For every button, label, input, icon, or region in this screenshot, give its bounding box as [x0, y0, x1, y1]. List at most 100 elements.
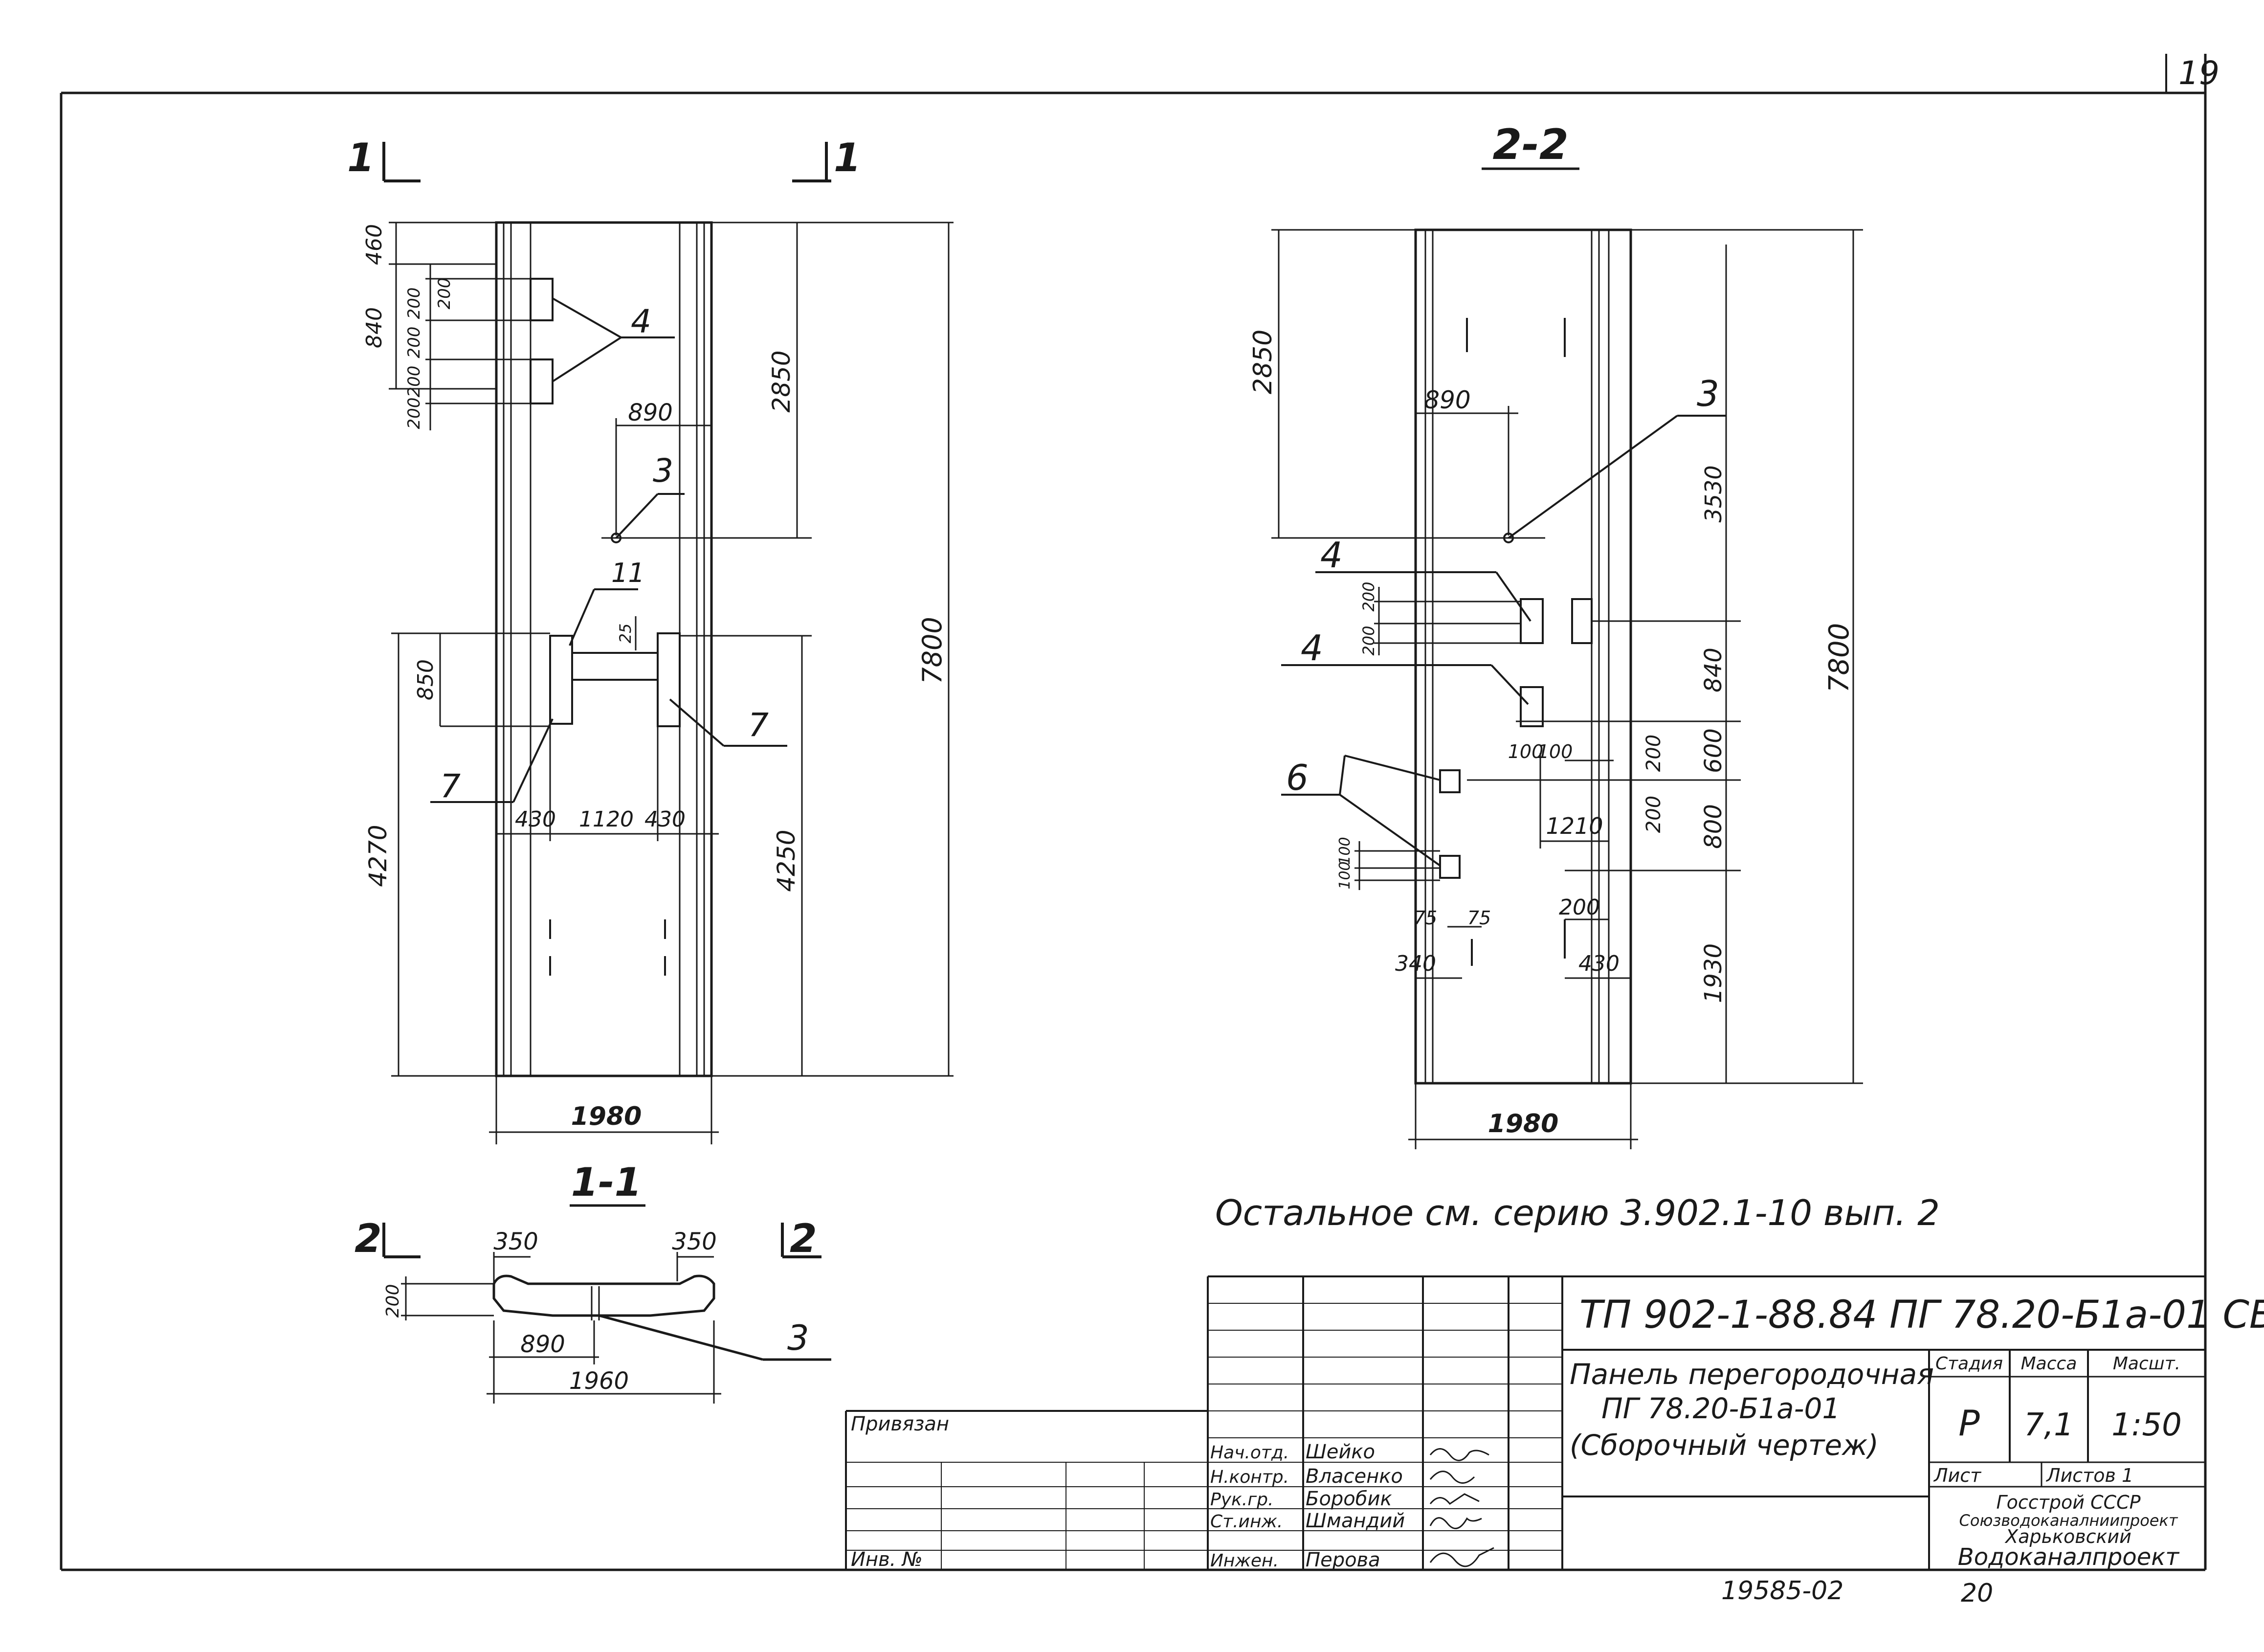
name-2: Власенко [1306, 1465, 1403, 1488]
callout-4: 4 [631, 303, 651, 340]
section-1-1: 1-1 2 2 [355, 1160, 831, 1404]
dim-460: 460 [362, 224, 387, 265]
dim-600: 600 [1700, 728, 1727, 773]
dim-200-b: 200 [404, 327, 424, 358]
dim-1960: 1960 [569, 1367, 629, 1395]
dim-200-d: 200 [404, 398, 424, 429]
dim-430-right: 430 [644, 807, 686, 832]
mass-value: 7,1 [2024, 1407, 2074, 1443]
dim-100-s2-a: 100 [1336, 861, 1354, 889]
role-5: Инжен. [1210, 1551, 1279, 1571]
dim-2850-s2: 2850 [1248, 330, 1278, 394]
callout-3-section: 3 [787, 1318, 809, 1358]
role-4: Ст.инж. [1210, 1512, 1283, 1532]
col-stage: Стадия [1935, 1354, 2003, 1374]
title-line-3: (Сборочный чертеж) [1570, 1429, 1879, 1462]
col-mass: Масса [2021, 1354, 2077, 1374]
name-3: Боробик [1306, 1488, 1392, 1510]
dim-840-s2: 840 [1700, 647, 1727, 692]
org-line-2: Союзводоканалниипроект [1959, 1511, 2178, 1530]
dim-200-a: 200 [404, 288, 424, 319]
front-view: 1 1 [347, 135, 954, 1144]
cut-mark-2-left: 2 [355, 1216, 382, 1261]
org-line-1: Госстрой СССР [1996, 1492, 2140, 1513]
callout-3-s2: 3 [1697, 373, 1719, 414]
dim-200-section: 200 [383, 1284, 403, 1318]
dim-890-s2: 890 [1424, 386, 1470, 414]
callout-7-left: 7 [440, 767, 461, 805]
bottom-page: 20 [1961, 1579, 1993, 1608]
signatures [1429, 1448, 1494, 1567]
dim-890-section: 890 [520, 1331, 565, 1358]
reference-note: Остальное см. серию 3.902.1-10 вып. 2 [1215, 1192, 1940, 1233]
dim-350-left: 350 [493, 1228, 538, 1255]
dim-840: 840 [362, 307, 387, 348]
dim-200-c: 200 [404, 366, 424, 398]
dim-430-left: 430 [515, 807, 556, 832]
cut-mark-left: 1 [347, 135, 375, 180]
width-1980-s2: 1980 [1488, 1109, 1559, 1139]
dim-800: 800 [1700, 804, 1727, 849]
dim-3530: 3530 [1700, 465, 1727, 522]
name-5: Перова [1306, 1549, 1380, 1571]
dim-350-right: 350 [672, 1228, 717, 1255]
bottom-code: 19585-02 [1721, 1576, 1843, 1606]
dim-7800-s2: 7800 [1823, 623, 1855, 693]
dim-200-inner-b: 200 [1643, 796, 1665, 833]
dim-200-e: 200 [435, 278, 454, 310]
role-1: Нач.отд. [1210, 1443, 1289, 1463]
dim-1930: 1930 [1700, 943, 1727, 1003]
dim-200-inner-a: 200 [1643, 735, 1665, 772]
sheets-label: Листов 1 [2045, 1465, 2133, 1486]
cut-mark-2-right: 2 [790, 1216, 817, 1261]
dim-75-b: 75 [1467, 907, 1491, 929]
sheet-frame [60, 54, 2207, 1571]
dim-890: 890 [628, 399, 673, 426]
bound-label: Привязан [851, 1413, 949, 1435]
callout-4-s2-b: 4 [1301, 627, 1323, 669]
sheet-label: Лист [1933, 1465, 1982, 1486]
width-1980: 1980 [571, 1102, 642, 1131]
dim-1210: 1210 [1546, 813, 1603, 839]
callout-11: 11 [611, 558, 645, 588]
callout-4-s2-a: 4 [1320, 535, 1343, 576]
dim-100-s2-b: 100 [1336, 837, 1354, 865]
org-line-3: Харьковский [2004, 1526, 2131, 1547]
col-scale: Масшт. [2113, 1354, 2180, 1374]
name-4: Шмандий [1306, 1510, 1405, 1532]
title-block [845, 1275, 2205, 1570]
dim-200-s2-a: 200 [1359, 581, 1378, 611]
section-2-2: 2-2 [1248, 120, 1863, 1149]
inv-label: Инв. № [851, 1548, 923, 1571]
scale-value: 1:50 [2111, 1407, 2182, 1443]
dim-200-s2-b: 200 [1359, 625, 1378, 655]
dim-4270: 4270 [364, 825, 392, 887]
dim-340: 340 [1395, 951, 1436, 976]
dim-100-inner-b: 100 [1537, 741, 1573, 762]
callout-6: 6 [1286, 757, 1309, 798]
dim-430-s2: 430 [1578, 951, 1620, 976]
title-line-1: Панель перегородочная [1570, 1358, 1934, 1391]
role-3: Рук.гр. [1210, 1490, 1273, 1510]
dim-25: 25 [616, 624, 635, 644]
section-1-1-title: 1-1 [571, 1160, 642, 1205]
cut-mark-right: 1 [834, 135, 861, 180]
stage-value: Р [1958, 1403, 1980, 1444]
dim-75-a: 75 [1414, 907, 1437, 929]
dim-850: 850 [413, 659, 438, 700]
dim-7800: 7800 [917, 617, 948, 684]
callout-7-right: 7 [748, 706, 769, 744]
dim-2850: 2850 [767, 350, 796, 412]
dim-4250: 4250 [772, 829, 800, 892]
page-number: 19 [2178, 54, 2220, 92]
role-2: Н.контр. [1210, 1467, 1289, 1487]
org-line-4: Водоканалпроект [1958, 1543, 2180, 1571]
section-2-2-title: 2-2 [1492, 120, 1568, 169]
dim-200-inner-c: 200 [1559, 895, 1600, 920]
title-line-2: ПГ 78.20-Б1а-01 [1601, 1392, 1840, 1425]
drawing-code: ТП 902-1-88.84 ПГ 78.20-Б1а-01 СБ [1579, 1293, 2264, 1337]
dim-100-inner-a: 100 [1508, 741, 1544, 762]
name-1: Шейко [1306, 1441, 1375, 1463]
callout-3: 3 [653, 452, 673, 490]
